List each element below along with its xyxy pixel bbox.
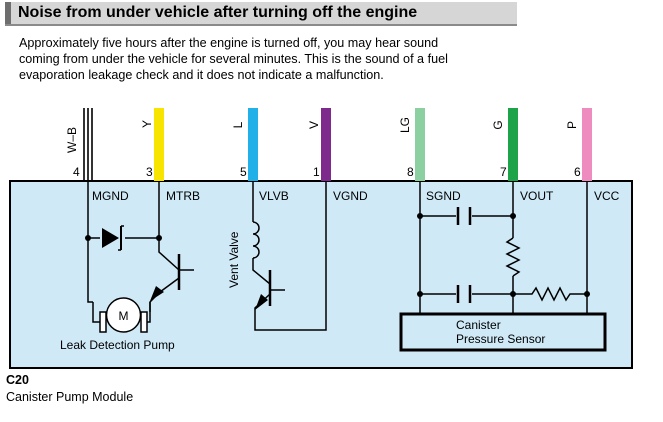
- page-title: Noise from under vehicle after turning o…: [18, 4, 418, 21]
- pin-number: 7: [500, 165, 507, 179]
- valve-label: Vent Valve: [227, 231, 241, 288]
- pressure-sensor-box: [399, 312, 607, 352]
- junction-dot: [156, 235, 162, 241]
- description: Approximately five hours after the engin…: [19, 35, 529, 83]
- pin-number: 5: [240, 165, 247, 179]
- vcc-resistor: [513, 286, 587, 302]
- sensor-label-line2: Pressure Sensor: [456, 332, 545, 346]
- pin-number: 6: [574, 165, 581, 179]
- pump-label: Leak Detection Pump: [60, 338, 175, 352]
- motor-right-wire: [147, 302, 151, 323]
- sensor-label-line1: Canister: [456, 318, 501, 332]
- description-line-3: evaporation leakage check and it does no…: [19, 68, 384, 82]
- wire-strip-lg: [415, 108, 425, 181]
- junction-dot: [85, 235, 91, 241]
- junction-dot: [584, 291, 590, 297]
- valve-transistor-collector-wire: [252, 258, 271, 285]
- pin-number: 4: [73, 165, 80, 179]
- vout-resistor: [505, 237, 521, 277]
- wire-code: V: [307, 121, 321, 129]
- motor-left-wire: [92, 302, 100, 323]
- pump-transistor-arrow: [150, 286, 164, 301]
- title-bar: Noise from under vehicle after turning o…: [5, 2, 517, 26]
- wire-code: G: [491, 120, 505, 129]
- wire-code: LG: [398, 117, 412, 133]
- motor-symbol: M: [119, 309, 129, 323]
- diode-icon: [102, 228, 119, 248]
- terminal-label: VGND: [333, 189, 368, 203]
- terminal-label: VOUT: [520, 189, 554, 203]
- wire-code: P: [565, 121, 579, 129]
- terminal-label: MTRB: [166, 189, 200, 203]
- junction-dot: [417, 291, 423, 297]
- motor-brush-right: [140, 311, 148, 333]
- transistor-collector-wire: [158, 238, 180, 271]
- vent-valve-coil: [252, 221, 260, 259]
- title-accent: [5, 2, 11, 24]
- description-line-1: Approximately five hours after the engin…: [19, 36, 439, 50]
- terminal-label: SGND: [426, 189, 461, 203]
- wire-strip-y: [154, 108, 164, 181]
- wire-strip-p: [582, 108, 592, 181]
- wire-strip-l: [248, 108, 258, 181]
- motor-brush-left: [99, 311, 107, 333]
- pin-number: 3: [146, 165, 153, 179]
- terminal-label: VLVB: [259, 189, 289, 203]
- junction-dot: [510, 291, 516, 297]
- module-id: C20: [6, 373, 29, 387]
- pin-number: 8: [407, 165, 414, 179]
- junction-dot: [510, 213, 516, 219]
- wire-code: W–B: [65, 127, 79, 153]
- wire-strip-v: [321, 108, 331, 181]
- valve-transistor-arrow: [255, 294, 268, 310]
- motor-icon: [105, 297, 142, 333]
- pin-number: 1: [313, 165, 320, 179]
- wire-code: L: [231, 121, 245, 128]
- terminal-label: VCC: [594, 189, 620, 203]
- pump-ground-wire: [87, 205, 93, 303]
- wire-strip-wb: [82, 108, 92, 180]
- wire-strip-g: [508, 108, 518, 181]
- module-name: Canister Pump Module: [6, 390, 134, 404]
- junction-dot: [417, 213, 423, 219]
- wire-code: Y: [140, 120, 154, 128]
- terminal-label: MGND: [92, 189, 129, 203]
- description-line-2: coming from under the vehicle for severa…: [19, 52, 448, 66]
